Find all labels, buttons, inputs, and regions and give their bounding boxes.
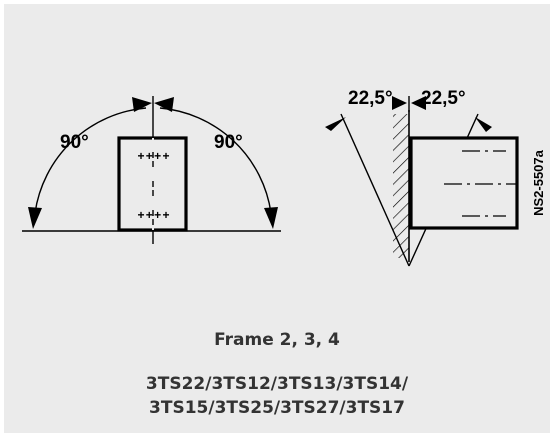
tilted-mounting-view: 22,5° 22,5° NS2-5507a	[325, 88, 546, 267]
models-line-1: 3TS22/3TS12/3TS13/3TS14/	[145, 374, 409, 394]
right-angle-label: 90°	[214, 132, 243, 153]
models-line-2: 3TS15/3TS25/3TS27/3TS17	[149, 398, 405, 418]
device-marks-bottom: + + + +	[137, 208, 169, 222]
right-swing-arc	[159, 107, 272, 214]
arrow-tilt-left	[325, 117, 346, 131]
tilt-line-left	[340, 113, 410, 267]
tilt-right-label: 22,5°	[421, 88, 466, 109]
arrow-top-left	[132, 97, 152, 112]
tilt-left-label: 22,5°	[348, 88, 393, 109]
left-angle-label: 90°	[60, 132, 89, 153]
arrow-top-right	[154, 97, 174, 112]
frame-caption: Frame 2, 3, 4	[214, 330, 340, 350]
device-side-outline	[409, 136, 519, 230]
mounting-wall-hatch	[393, 114, 409, 258]
arrow-center-left	[392, 96, 407, 110]
device-marks-top: + + + +	[137, 149, 169, 163]
arrow-bottom-left	[28, 207, 42, 229]
drawing-code: NS2-5507a	[531, 149, 546, 216]
arrow-tilt-right	[475, 117, 492, 132]
left-swing-arc	[34, 107, 147, 214]
arrow-bottom-right	[264, 207, 278, 229]
upright-mounting-view: + + + + + + + + 90° 90°	[22, 96, 281, 244]
arrow-center-right	[411, 96, 426, 110]
